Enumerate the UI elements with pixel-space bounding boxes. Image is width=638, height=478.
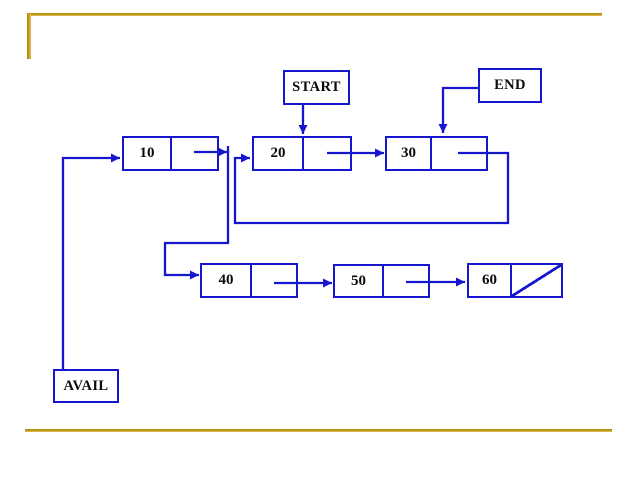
node-40-pointer-cell [252,265,296,296]
node-40-value-cell: 40 [202,265,252,296]
bottom-border-line [25,429,612,432]
node-60-pointer-cell [512,265,561,296]
avail-pointer-box: AVAIL [53,369,119,403]
node-30-pointer-cell [432,138,486,169]
null-pointer-slash-icon [512,265,561,296]
start-pointer-box: START [283,70,350,105]
node-60: 60 [467,263,563,298]
node-20: 20 [252,136,352,171]
node-10-value-cell: 10 [124,138,172,169]
top-border-line [27,13,602,16]
node-30: 30 [385,136,488,171]
avail-label: AVAIL [63,377,109,394]
node-50-pointer-cell [384,266,428,296]
left-border-line [27,13,31,59]
node-20-pointer-cell [304,138,350,169]
start-label: START [292,79,341,95]
node-10-pointer-cell [172,138,217,169]
node-10: 10 [122,136,219,171]
node-40: 40 [200,263,298,298]
end-pointer-box: END [478,68,542,103]
node-50: 50 [333,264,430,298]
node-20-value-cell: 20 [254,138,304,169]
arrow-end-to-node30 [438,86,478,133]
arrow-avail-to-node10 [61,153,120,369]
node-50-value-cell: 50 [335,266,384,296]
end-label: END [494,77,526,93]
node-60-value-cell: 60 [469,265,512,296]
node-30-value-cell: 30 [387,138,432,169]
